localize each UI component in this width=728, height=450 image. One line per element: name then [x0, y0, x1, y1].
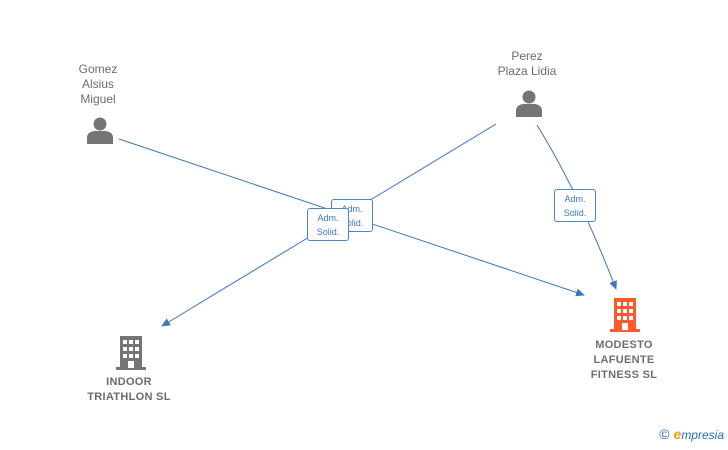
person-icon[interactable]	[516, 90, 542, 118]
person-label-perez[interactable]: Perez Plaza Lidia	[497, 49, 557, 78]
building-icon[interactable]	[610, 298, 640, 332]
edge-role-badge[interactable]: Adm. Solid.	[307, 208, 349, 241]
person-label-gomez[interactable]: Gomez Alsius Miguel	[78, 62, 118, 106]
copyright-icon: ©	[659, 426, 670, 442]
building-icon[interactable]	[116, 336, 146, 370]
company-label-modesto-lafuente[interactable]: MODESTO LAFUENTE FITNESS SL	[590, 339, 658, 381]
company-label-indoor-triathlon[interactable]: INDOOR TRIATHLON SL	[87, 376, 171, 403]
edge-role-badge[interactable]: Adm. Solid.	[554, 189, 596, 222]
brand-logo[interactable]: empresia	[674, 426, 724, 442]
brand-name: mpresia	[681, 428, 724, 442]
person-icon[interactable]	[87, 117, 113, 145]
brand-initial: e	[673, 426, 682, 442]
brand-footer: © empresia	[659, 426, 724, 442]
